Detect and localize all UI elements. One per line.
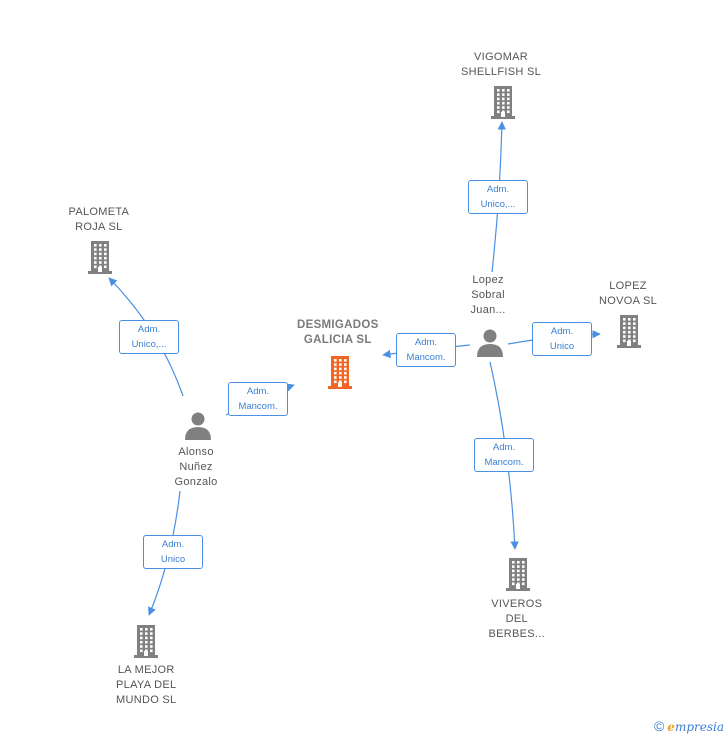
edge-role-line: Mancom. [484,457,524,468]
node-label-line: Lopez [472,274,504,286]
building-icon[interactable] [614,314,644,353]
node-label-line: Juan... [470,304,506,316]
edge-role-label[interactable]: Adm. Mancom. [228,382,288,416]
edge-role-line: Adm. [246,386,270,397]
node-label-line: LOPEZ [609,280,647,292]
node-label-line: MUNDO SL [116,694,177,706]
edge-role-line: Adm. [161,539,185,550]
node-label-line: PLAYA DEL [116,679,177,691]
node-label-line: LA MEJOR [117,664,175,676]
edge-role-line: Adm. [492,442,516,453]
edge-role-line: Adm. [550,326,574,337]
node-label-line: DESMIGADOS [297,319,379,331]
node-label-line: Nuñez [179,461,213,473]
edge-role-label[interactable]: Adm. Unico [532,322,592,356]
node-label-palometa[interactable]: PALOMETA ROJA SL [69,205,130,235]
building-icon[interactable] [503,557,533,596]
building-icon[interactable] [85,240,115,279]
edge-role-line: Unico,... [480,199,516,210]
edge-role-label[interactable]: Adm. Unico,... [119,320,179,354]
node-label-line: Gonzalo [174,476,218,488]
edge-role-line: Mancom. [238,401,278,412]
edge-role-line: Unico [549,341,575,352]
node-label-la-mejor[interactable]: LA MEJOR PLAYA DEL MUNDO SL [116,663,176,708]
empresia-logo[interactable]: empresia [667,720,724,734]
edge-role-line: Adm. [486,184,510,195]
node-label-line: DEL [505,613,528,625]
edge-role-line: Adm. [137,324,161,335]
node-label-vigomar[interactable]: VIGOMAR SHELLFISH SL [461,50,541,80]
edge-role-line: Unico [160,554,186,565]
footer-brand: ©empresia [654,718,724,734]
copyright-symbol: © [653,718,665,734]
edge-role-label[interactable]: Adm. Unico [143,535,203,569]
node-label-line: VIGOMAR [473,51,529,63]
person-icon[interactable] [183,411,213,446]
edge-role-label[interactable]: Adm. Unico,... [468,180,528,214]
node-label-viveros[interactable]: VIVEROS DEL BERBES... [489,597,546,642]
edge-role-label[interactable]: Adm. Mancom. [396,333,456,367]
node-label-line: GALICIA SL [303,334,372,346]
node-label-line: ROJA SL [75,221,123,233]
node-label-line: SHELLFISH SL [461,66,542,78]
building-icon[interactable] [325,355,355,394]
edge-role-line: Mancom. [406,352,446,363]
edge-role-line: Unico,... [131,339,167,350]
node-label-line: BERBES... [488,628,545,640]
edge-role-label[interactable]: Adm. Mancom. [474,438,534,472]
node-label-line: NOVOA SL [599,295,658,307]
node-label-line: VIVEROS [491,598,543,610]
node-label-line: Alonso [178,446,214,458]
node-label-lopez-novoa[interactable]: LOPEZ NOVOA SL [599,279,657,309]
node-label-line: PALOMETA [68,206,130,218]
person-icon[interactable] [475,328,505,363]
node-label-desmigados[interactable]: DESMIGADOS GALICIA SL [297,318,379,348]
node-label-line: Sobral [471,289,505,301]
edge-role-line: Adm. [414,337,438,348]
building-icon[interactable] [131,624,161,663]
building-icon[interactable] [488,85,518,124]
